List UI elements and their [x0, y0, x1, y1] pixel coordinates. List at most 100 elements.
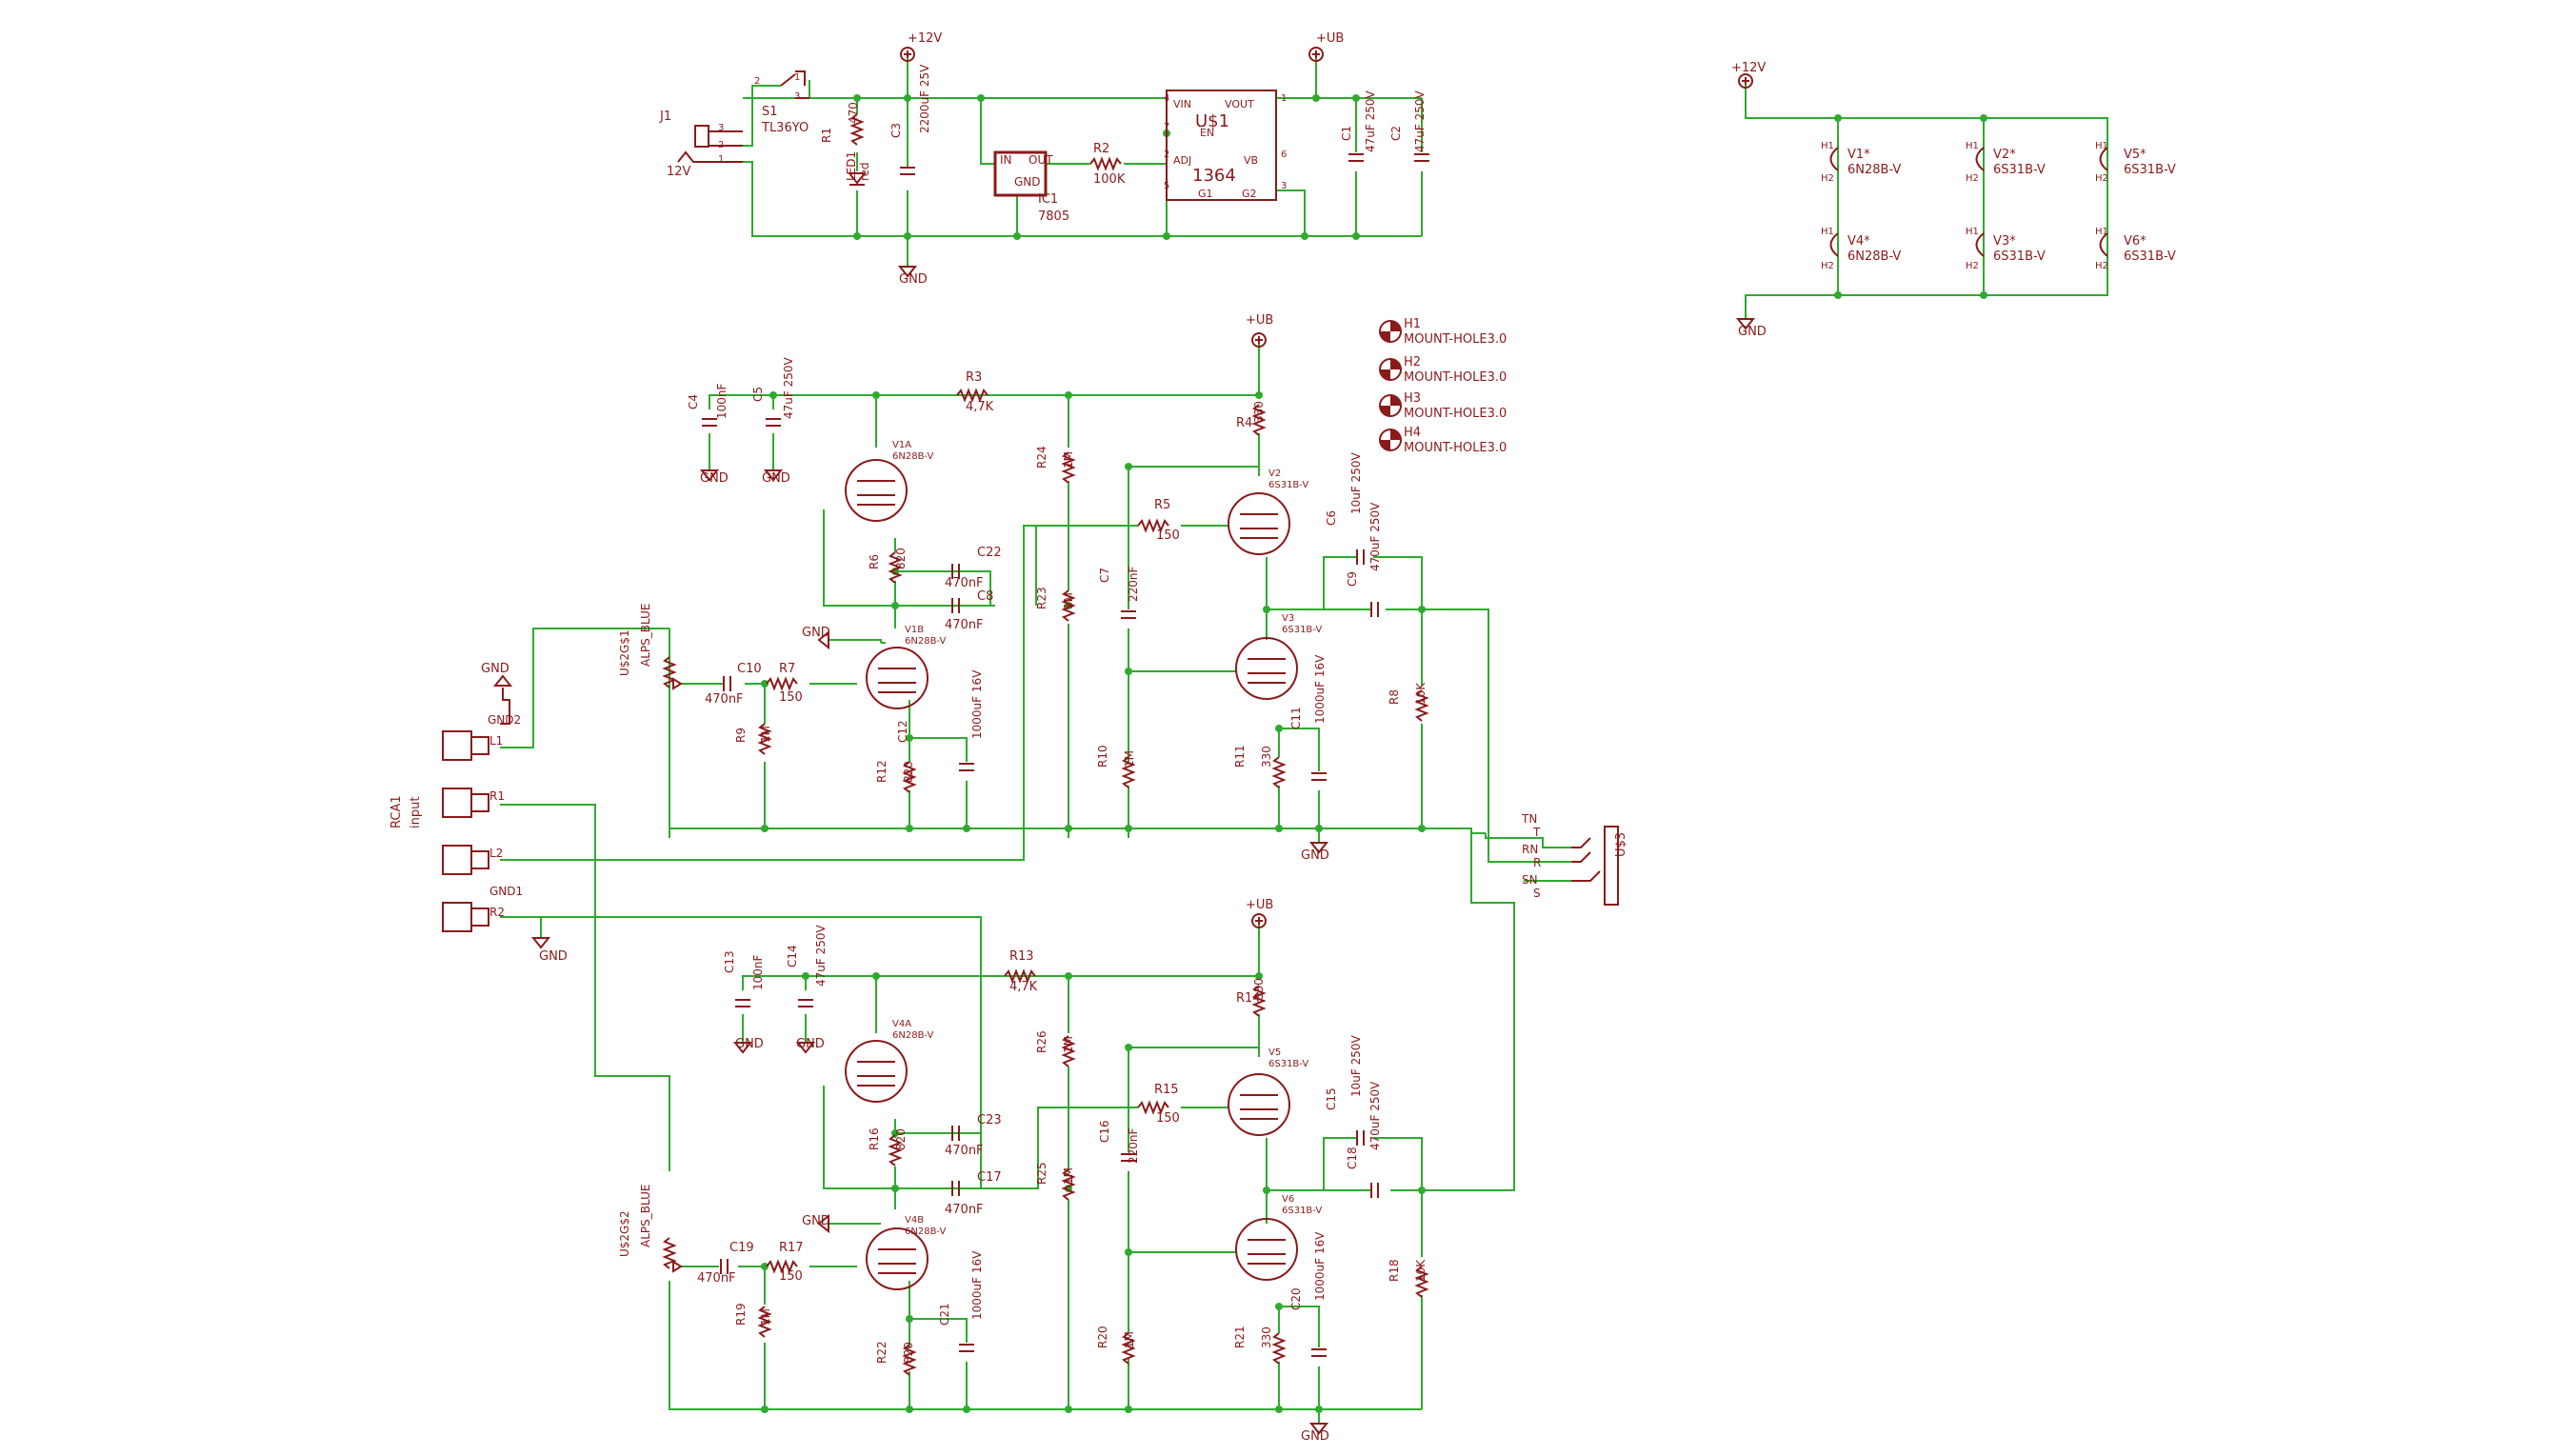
label-text: R25 — [1035, 1162, 1048, 1185]
label-text: C14 — [786, 945, 799, 967]
supply-ub-top-symbol — [1251, 332, 1267, 348]
label-text: 6S31B-V — [1993, 249, 2046, 264]
label-text: V5* — [2124, 148, 2147, 162]
label-text: 150 — [1156, 1111, 1180, 1126]
label-text: GND — [802, 626, 830, 640]
label-text: H1 — [1404, 317, 1421, 331]
label-text: V4A — [892, 1019, 911, 1029]
label-text: red — [858, 162, 871, 181]
label-text: GND — [762, 471, 790, 486]
label-text: R13 — [1009, 949, 1034, 964]
label-text: 470nF — [945, 576, 984, 590]
label-text: U$3 — [1614, 832, 1628, 857]
label-text: 330 — [1260, 746, 1273, 768]
label-text: 470uF 250V — [1368, 1081, 1382, 1150]
label-text: 820 — [894, 548, 908, 569]
label-text: SN — [1522, 873, 1538, 887]
label-text: V6* — [2124, 234, 2147, 249]
label-text: R20 — [1096, 1326, 1109, 1348]
label-text: U$2G$2 — [618, 1210, 631, 1257]
label-text: R12 — [875, 760, 889, 783]
supply-12v-symbol — [900, 47, 915, 62]
label-text: C22 — [977, 546, 1002, 560]
label-text: J1 — [659, 110, 671, 124]
label-text: +UB — [1316, 31, 1344, 46]
label-text: 1M — [1062, 1036, 1075, 1053]
components — [442, 47, 2108, 1435]
label-text: 4,7K — [966, 400, 994, 414]
label-text: 150 — [779, 690, 803, 705]
label-text: GND — [700, 471, 729, 486]
label-text: 1M — [1123, 750, 1136, 768]
label-text: 1 — [794, 72, 800, 83]
label-text: 220nF — [1127, 566, 1140, 602]
label-text: R5 — [1154, 498, 1170, 512]
label-text: +12V — [1731, 61, 1766, 75]
label-text: R11 — [1233, 745, 1247, 768]
label-text: R — [1533, 856, 1541, 869]
label-text: 3 — [794, 91, 800, 102]
label-text: V1B — [905, 625, 924, 635]
label-text: 3 — [718, 123, 724, 133]
label-text: 47uF 250V — [1413, 90, 1427, 152]
label-text: 6 — [1281, 150, 1287, 160]
label-text: 1M — [1062, 592, 1075, 609]
label-text: 1M — [1062, 1167, 1075, 1185]
label-text: 6S31B-V — [1282, 625, 1322, 635]
label-text: C7 — [1098, 568, 1111, 583]
label-text: IN — [1000, 153, 1012, 167]
label-text: 6S31B-V — [1268, 480, 1308, 490]
label-text: C19 — [729, 1241, 754, 1255]
label-text: R26 — [1035, 1030, 1048, 1053]
label-text: H1 — [2095, 141, 2108, 151]
supply-ub-symbol — [1308, 47, 1324, 62]
label-text: G1 — [1198, 188, 1213, 200]
label-text: H1 — [1821, 227, 1834, 237]
label-text: R2 — [489, 906, 505, 919]
label-text: R18 — [1388, 1259, 1401, 1282]
label-text: C2 — [1389, 126, 1403, 141]
vacuum-tubes — [845, 459, 1298, 1290]
label-text: 820 — [902, 761, 915, 783]
label-text: H2 — [1966, 261, 1979, 271]
label-text: 100K — [1093, 172, 1126, 187]
label-text: V1A — [892, 440, 911, 450]
label-text: 1M — [1123, 1331, 1136, 1348]
label-text: V6 — [1282, 1194, 1294, 1205]
label-text: 1 — [718, 154, 724, 165]
label-text: MOUNT-HOLE3.0 — [1404, 370, 1507, 385]
label-text: V3* — [1993, 234, 2016, 249]
label-text: V4* — [1847, 234, 1870, 249]
label-text: 4,7K — [1009, 980, 1038, 994]
label-text: +UB — [1246, 898, 1273, 912]
label-text: VIN — [1173, 98, 1191, 110]
label-text: 4 — [1164, 93, 1169, 104]
label-text: R10 — [1096, 745, 1109, 768]
label-text: TN — [1521, 812, 1537, 826]
label-text: GND — [796, 1037, 825, 1051]
capacitors — [702, 153, 1429, 1357]
label-text: 330 — [1260, 1326, 1273, 1348]
label-text: 6N28B-V — [892, 1030, 933, 1041]
label-text: H1 — [1966, 227, 1979, 237]
headphone-jack-u3 — [1571, 826, 1619, 906]
label-text: 470nF — [705, 692, 744, 707]
label-text: C13 — [723, 950, 736, 973]
label-text: V4B — [905, 1215, 924, 1226]
label-text: C18 — [1346, 1147, 1359, 1169]
label-text: 820 — [894, 1128, 908, 1150]
label-text: C23 — [977, 1113, 1002, 1127]
label-text: C1 — [1340, 126, 1353, 141]
ic1-7805 — [993, 150, 1048, 197]
label-text: EN — [1200, 127, 1214, 139]
label-text: 47uF 250V — [782, 357, 795, 419]
label-text: ALPS_BLUE — [639, 604, 652, 667]
label-text: H1 — [2095, 227, 2108, 237]
label-text: 470nF — [945, 618, 984, 632]
label-text: GND — [1301, 848, 1329, 863]
label-text: GND — [735, 1037, 764, 1051]
label-text: 10uF 250V — [1349, 452, 1363, 514]
label-text: H3 — [1404, 391, 1421, 406]
label-text: MOUNT-HOLE3.0 — [1404, 332, 1507, 347]
